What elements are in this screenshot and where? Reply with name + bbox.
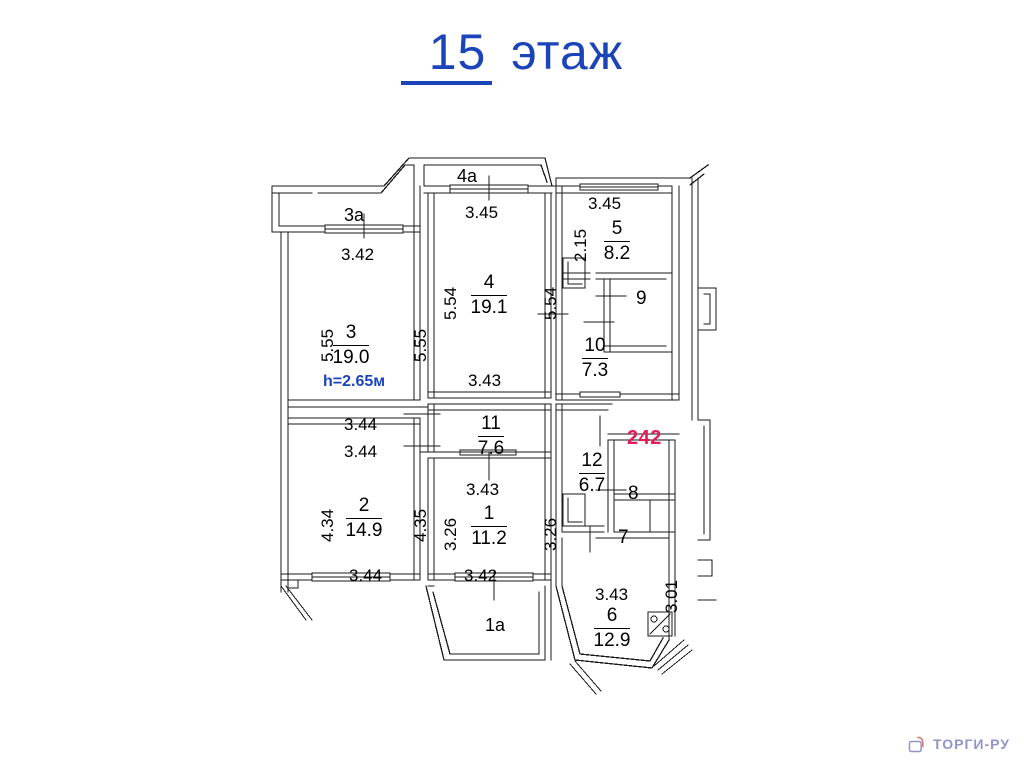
dim-balcony-4a-width: 3.45	[465, 203, 499, 222]
dim-room4-bottom: 3.43	[468, 371, 502, 390]
room-7-number: 7	[618, 527, 629, 548]
dim-room2-bottom: 3.44	[349, 566, 383, 585]
dim-room1-right: 3.26	[541, 517, 560, 551]
dim-room2-top: 3.44	[344, 442, 378, 461]
dim-balcony-3a-width: 3.42	[341, 245, 375, 264]
apartment-number-label: 242	[627, 427, 662, 449]
dim-room5-top: 3.45	[588, 194, 622, 213]
dim-room3-bottom: 3.44	[344, 415, 378, 434]
dim-room3-right: 5.55	[411, 328, 430, 362]
ceiling-height-note: h=2.65м	[323, 373, 386, 390]
dim-room1-left: 3.26	[441, 517, 460, 551]
balcony-1a-label: 1a	[485, 615, 506, 635]
dim-room6-right: 3.01	[662, 579, 681, 613]
dim-room3-left: 5.55	[318, 328, 337, 362]
dim-room11-bottom: 3.43	[466, 480, 500, 499]
room-9-number: 9	[636, 288, 647, 309]
dim-room6-top: 3.43	[595, 585, 629, 604]
watermark-text: ТОРГИ-РУ	[933, 736, 1010, 752]
dim-room1-bottom: 3.42	[464, 566, 498, 585]
house-logo-icon	[908, 736, 924, 753]
dim-room5-left: 2.15	[571, 228, 590, 262]
dim-room4-left: 5.54	[441, 286, 460, 320]
dim-room2-right: 4.35	[411, 508, 430, 542]
balcony-4a-label: 4a	[457, 166, 478, 186]
watermark: ТОРГИ-РУ	[907, 734, 1010, 754]
dim-room4-right: 5.54	[541, 286, 560, 320]
dim-room2-left: 4.34	[318, 508, 337, 542]
balcony-3a-label: 3a	[344, 205, 365, 225]
room-8-number: 8	[628, 483, 639, 504]
